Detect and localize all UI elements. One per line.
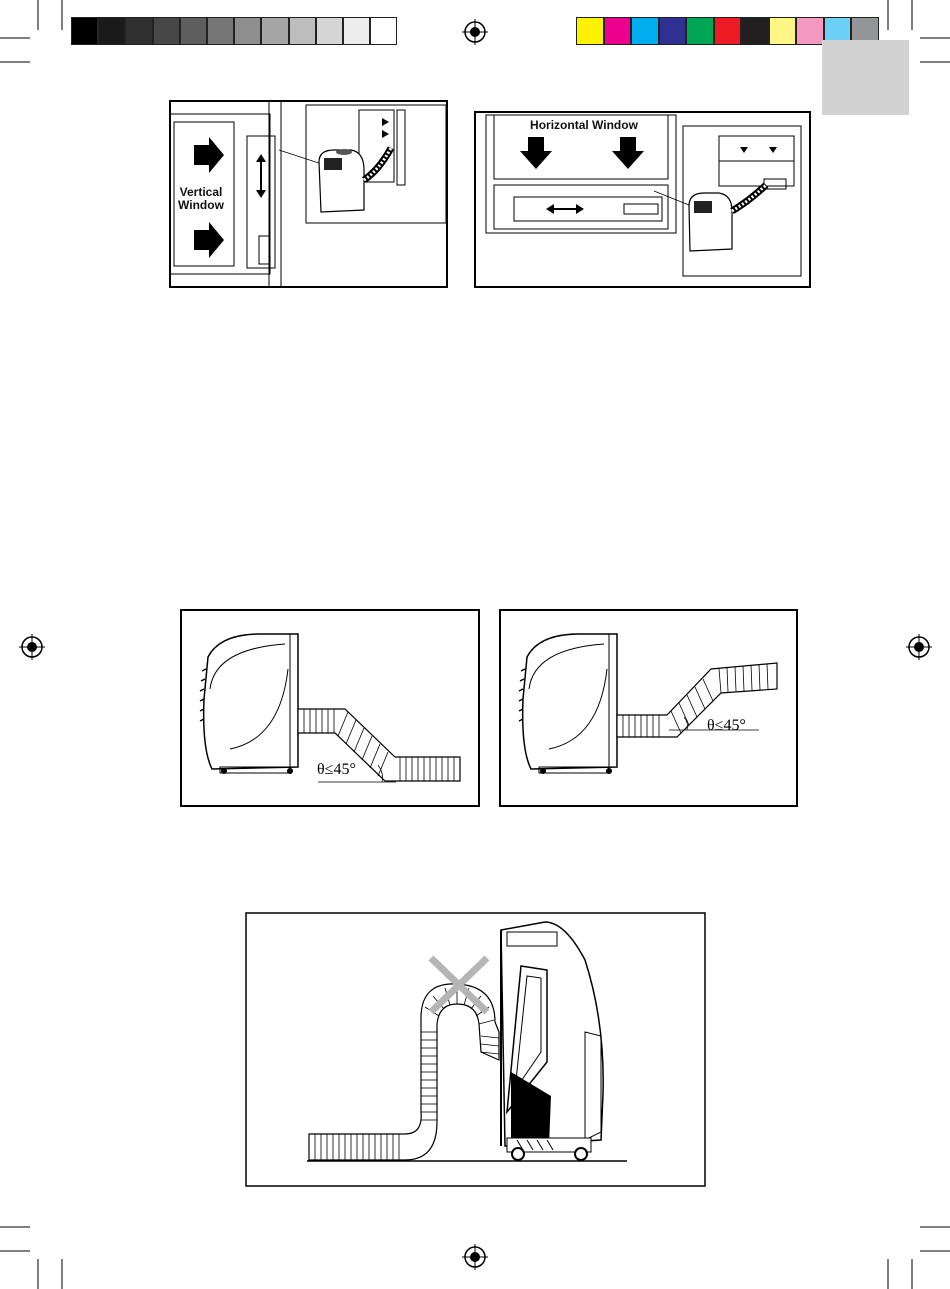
registration-target-bottom [462, 1244, 488, 1270]
figure-hose-downward: θ≤45° [180, 609, 480, 807]
figure-vertical-window: Vertical Window [169, 100, 448, 288]
horizontal-window-illustration [474, 111, 811, 288]
hose-upward-angle-label: θ≤45° [707, 717, 746, 735]
registration-target-right [906, 634, 932, 660]
vertical-window-label: Vertical Window [175, 186, 227, 212]
hose-downward-angle-label: θ≤45° [317, 761, 356, 779]
figure-hose-bent [245, 912, 706, 1187]
horizontal-window-label: Horizontal Window [514, 118, 654, 132]
figure-horizontal-window: Horizontal Window [474, 111, 811, 288]
registration-target-top [462, 19, 488, 45]
hose-upward-illustration [499, 609, 798, 807]
registration-target-left [19, 634, 45, 660]
figure-hose-upward: θ≤45° [499, 609, 798, 807]
hose-bent-illustration [245, 912, 706, 1187]
